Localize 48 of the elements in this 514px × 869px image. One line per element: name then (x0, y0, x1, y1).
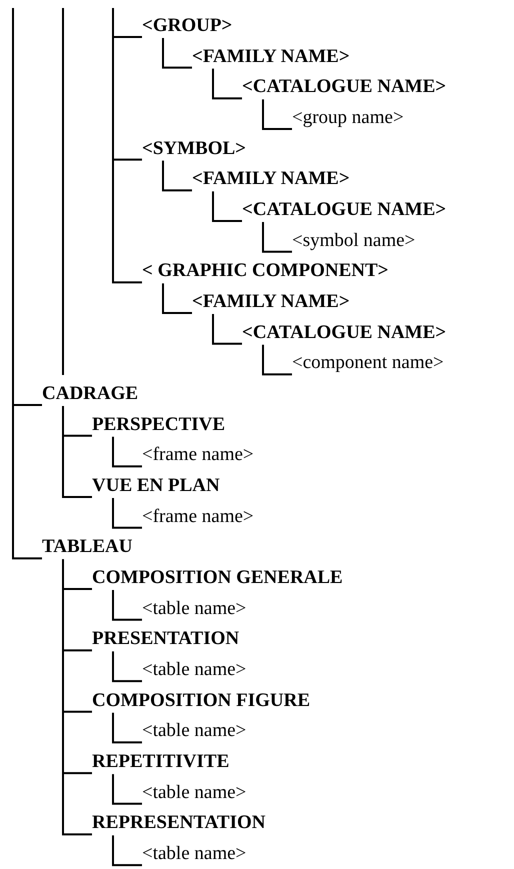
tree-item-label: COMPOSITION GENERALE (92, 566, 343, 590)
tree-item-label: <table name> (142, 596, 246, 621)
tree-item-label: TABLEAU (42, 535, 132, 560)
tree-item-label: <CATALOGUE NAME> (242, 75, 446, 100)
tree-item-label: <table name> (142, 842, 246, 866)
tree-item-label: REPRESENTATION (92, 811, 266, 836)
tree-connector (212, 68, 242, 100)
tree-item-label: <FAMILY NAME> (192, 290, 350, 314)
tree-item-label: < GRAPHIC COMPONENT> (142, 259, 388, 284)
tree-item-label: <CATALOGUE NAME> (242, 320, 446, 345)
tree-connector (112, 498, 142, 529)
tree-item-label: COMPOSITION FIGURE (92, 688, 310, 713)
tree-connector (112, 835, 142, 866)
tree-connector (12, 8, 42, 560)
tree-item-label: PRESENTATION (92, 627, 240, 652)
tree-item-label: <table name> (142, 719, 246, 744)
tree-connector (112, 8, 142, 284)
tree-connector (112, 712, 142, 744)
tree-item-label: <table name> (142, 658, 246, 682)
tree-item-label: <frame name> (142, 504, 254, 529)
tree-item-label: <table name> (142, 780, 246, 805)
tree-item-label: <symbol name> (292, 228, 416, 253)
tree-item-label: VUE EN PLAN (92, 474, 220, 498)
tree-item-label: <FAMILY NAME> (192, 167, 350, 192)
tree-item-label: CADRAGE (42, 382, 138, 406)
tree-connector (62, 406, 92, 498)
tree-item-label: <FAMILY NAME> (192, 44, 350, 69)
tree-item-label: PERSPECTIVE (92, 412, 226, 437)
tree-item-label: <SYMBOL> (142, 136, 246, 161)
tree-item-label: <frame name> (142, 443, 254, 468)
tree-connector (262, 344, 292, 376)
tree-connector (162, 38, 192, 69)
tree-connector (162, 283, 192, 314)
tree-connector (112, 436, 142, 468)
tree-connector (112, 774, 142, 805)
tree-connector (212, 191, 242, 222)
tree-item-label: <component name> (292, 351, 444, 376)
tree-item-label: <CATALOGUE NAME> (242, 198, 446, 222)
tree-connector (112, 590, 142, 621)
tree-connector (112, 651, 142, 682)
tree-connector (212, 314, 242, 345)
tree-item-label: REPETITIVITE (92, 750, 230, 774)
tree-connector (162, 160, 192, 192)
tree-item-label: <GROUP> (142, 14, 232, 38)
tree-connector (262, 222, 292, 253)
tree-item-label: <group name> (292, 106, 404, 130)
tree-connector (262, 99, 292, 130)
tree-connector (62, 559, 92, 836)
